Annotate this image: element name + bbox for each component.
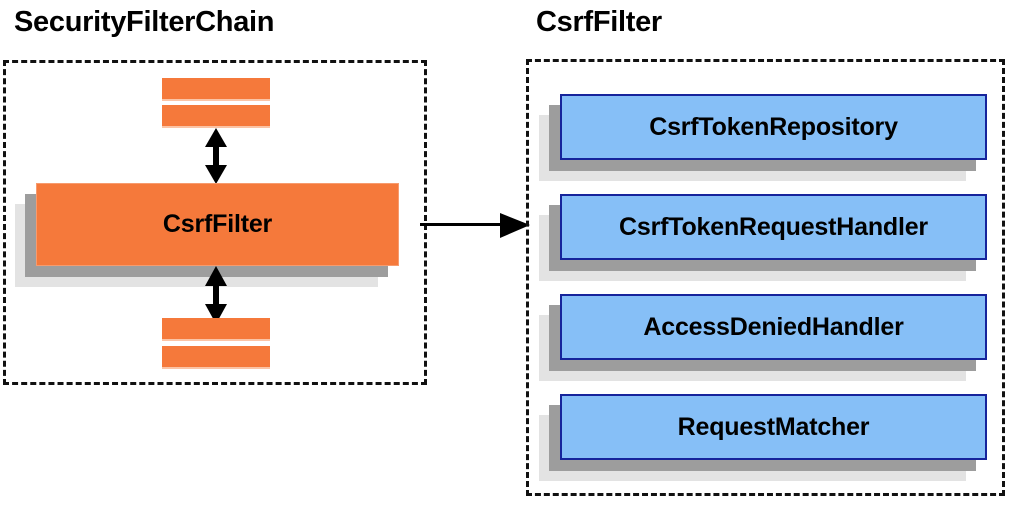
node-face: CsrfFilter <box>36 183 399 266</box>
connector-arrow-bottom <box>203 266 229 324</box>
node-csrf-token-request-handler[interactable]: CsrfTokenRequestHandler <box>539 194 987 281</box>
node-request-matcher[interactable]: RequestMatcher <box>539 394 987 481</box>
security-filter-chain-panel <box>3 60 427 385</box>
node-label: CsrfTokenRequestHandler <box>619 212 928 241</box>
node-label: AccessDeniedHandler <box>643 312 904 341</box>
node-face: AccessDeniedHandler <box>560 294 987 360</box>
node-csrf-token-repository[interactable]: CsrfTokenRepository <box>539 94 987 181</box>
csrf-filter-collaborators-panel <box>526 59 1005 496</box>
filter-stub-top-1 <box>162 78 270 101</box>
connector-arrow-top <box>203 128 229 184</box>
node-access-denied-handler[interactable]: AccessDeniedHandler <box>539 294 987 381</box>
connector-arrow-panels <box>420 213 530 239</box>
right-panel-title: CsrfFilter <box>536 6 662 38</box>
node-face: CsrfTokenRequestHandler <box>560 194 987 260</box>
filter-stub-top-2 <box>162 105 270 128</box>
filter-stub-bottom-1 <box>162 318 270 341</box>
left-panel-title: SecurityFilterChain <box>14 6 275 38</box>
node-face: RequestMatcher <box>560 394 987 460</box>
node-label: CsrfFilter <box>162 210 273 238</box>
filter-stub-bottom-2 <box>162 346 270 369</box>
node-face: CsrfTokenRepository <box>560 94 987 160</box>
node-csrf-filter[interactable]: CsrfFilter <box>15 183 399 287</box>
node-label: RequestMatcher <box>677 412 870 441</box>
node-label: CsrfTokenRepository <box>649 112 898 141</box>
